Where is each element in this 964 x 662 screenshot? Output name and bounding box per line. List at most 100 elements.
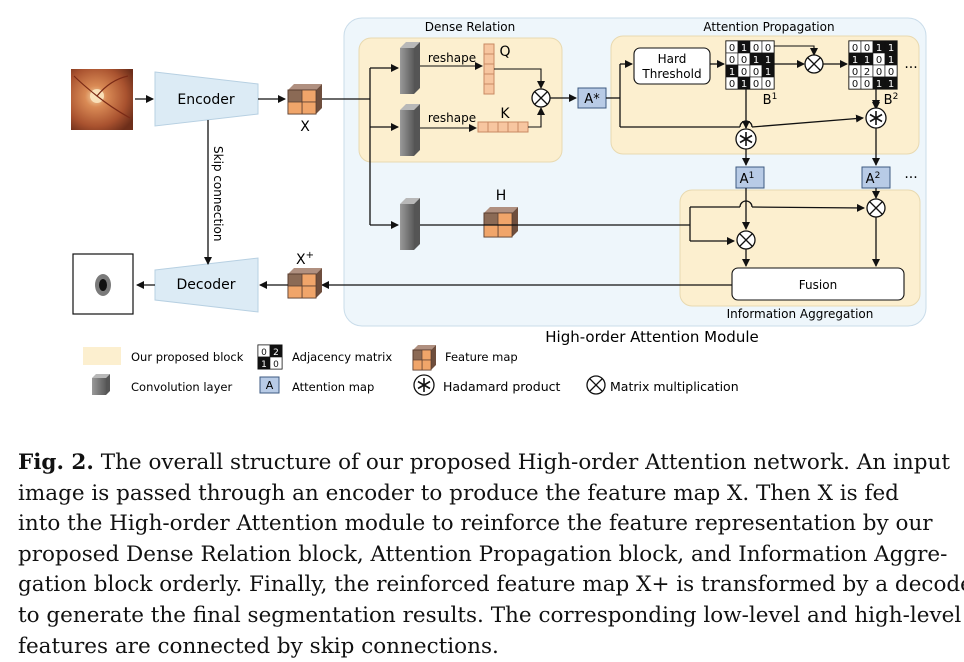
matrix-b2-value: 1 <box>876 79 882 90</box>
legend-attention-icon-letter: A <box>266 379 274 392</box>
caption-line-2: image is passed through an encoder to pr… <box>18 480 899 506</box>
matrix-b1-value: 0 <box>753 79 759 90</box>
q-label: Q <box>499 44 510 60</box>
matrix-b2-value: 1 <box>852 55 858 66</box>
legend-feature-icon <box>412 345 436 371</box>
b1-label: B1 <box>763 92 778 108</box>
caption-line-6: to generate the final segmentation resul… <box>18 602 962 628</box>
conv-layer-q <box>400 42 420 94</box>
matrix-b2-value: 1 <box>888 43 894 54</box>
k-label: K <box>500 106 510 122</box>
matmul-aggregation-1 <box>736 230 756 250</box>
attention-propagation-title: Attention Propagation <box>703 20 834 34</box>
legend-matmul-icon <box>586 375 606 395</box>
hard-threshold-label-1: Hard <box>658 52 687 66</box>
caption-line-3: into the High-order Attention module to … <box>18 511 933 537</box>
h-label: H <box>496 188 507 204</box>
caption-line: Fig. 2. The overall structure of our pro… <box>18 448 964 479</box>
feature-map-x-plus <box>287 268 322 299</box>
hadamard-product-1 <box>735 128 757 150</box>
legend-adjacency-value: 0 <box>273 360 279 370</box>
feature-map-x <box>287 84 322 115</box>
matrix-b2-value: 1 <box>864 55 870 66</box>
legend-adjacency-value: 1 <box>261 360 267 370</box>
input-image <box>71 69 133 130</box>
legend-adjacency-icon: 0 2 1 0 <box>257 344 283 370</box>
hard-threshold-block <box>633 47 711 85</box>
hadamard-product-2 <box>865 107 887 129</box>
matrix-b1-value: 1 <box>765 67 771 78</box>
matmul-dense <box>531 88 551 108</box>
matrix-b2-value: 0 <box>864 79 870 90</box>
matrix-b2-value: 0 <box>852 79 858 90</box>
caption-line-5: gation block orderly. Finally, the reinf… <box>18 572 964 598</box>
encoder-label: Encoder <box>177 92 234 108</box>
adjacency-matrix-b1: 0 1 0 0 0 0 1 1 1 0 0 1 0 1 0 0 <box>725 40 775 90</box>
caption-line-7: features are connected by skip connectio… <box>18 633 499 659</box>
legend-adjacency-value: 0 <box>261 348 267 358</box>
matmul-aggregation-2 <box>866 198 886 218</box>
matrix-b1-value: 1 <box>753 55 759 66</box>
matrix-b1-value: 1 <box>741 79 747 90</box>
fusion-label: Fusion <box>799 278 837 292</box>
matrix-b1-value: 0 <box>765 43 771 54</box>
caption-line-4: proposed Dense Relation block, Attention… <box>18 541 948 567</box>
decoder-block <box>154 257 259 313</box>
matrix-b1-value: 1 <box>729 67 735 78</box>
matrix-b2-value: 0 <box>876 67 882 78</box>
matrix-b2-value: 0 <box>864 43 870 54</box>
matrix-b2-value: 0 <box>888 67 894 78</box>
figure-diagram: Dense Relation Attention Propagation Inf… <box>71 17 927 396</box>
matrix-b1-value: 0 <box>741 55 747 66</box>
ellipsis-matrix: ... <box>904 56 917 72</box>
reshape-k-label: reshape <box>428 111 476 125</box>
legend-adjacency-label: Adjacency matrix <box>292 350 392 364</box>
k-vector <box>477 121 529 133</box>
x-plus-label: X+ <box>296 250 314 268</box>
matrix-b2-value: 0 <box>852 67 858 78</box>
conv-layer-k <box>400 104 420 156</box>
legend-feature-label: Feature map <box>445 350 518 364</box>
fusion-block <box>731 267 905 301</box>
module-title: High-order Attention Module <box>545 328 758 346</box>
skip-connection-label: Skip connection <box>211 146 225 241</box>
reshape-q-label: reshape <box>428 51 476 65</box>
a1-label: A1 <box>740 171 755 187</box>
matrix-b1-value: 0 <box>729 55 735 66</box>
legend-hadamard-icon <box>413 374 435 396</box>
legend-attention-label: Attention map <box>292 380 374 394</box>
x-label: X <box>300 119 310 135</box>
decoder-label: Decoder <box>177 277 236 293</box>
hard-threshold-label-2: Threshold <box>641 67 701 81</box>
a-star-label: A* <box>584 92 600 107</box>
legend-adjacency-value: 2 <box>273 348 279 358</box>
matrix-b2-value: 1 <box>876 43 882 54</box>
feature-map-h <box>483 207 518 238</box>
a2-label: A2 <box>866 171 881 187</box>
b2-label: B2 <box>884 92 899 108</box>
matrix-b1-value: 0 <box>741 67 747 78</box>
attention-map-a1 <box>735 166 765 189</box>
matrix-b1-value: 0 <box>729 79 735 90</box>
q-vector <box>483 43 495 95</box>
legend-attention-icon <box>259 376 280 394</box>
ellipsis-attention: ... <box>904 166 917 182</box>
matrix-b1-cell <box>761 76 775 90</box>
legend-hadamard-label: Hadamard product <box>443 379 560 394</box>
matrix-b2-value: 1 <box>888 55 894 66</box>
matmul-propagation <box>804 54 824 74</box>
conv-layer-h <box>400 198 420 250</box>
caption-label: Fig. 2. <box>18 450 94 475</box>
matrix-b1-value: 0 <box>753 67 759 78</box>
legend-conv-label: Convolution layer <box>131 380 232 394</box>
information-aggregation-title: Information Aggregation <box>727 307 874 321</box>
matrix-b1-value: 0 <box>753 43 759 54</box>
matrix-b2-value: 1 <box>888 79 894 90</box>
matrix-b1-value: 0 <box>765 79 771 90</box>
encoder-block <box>154 71 259 127</box>
figure-caption: Fig. 2. The overall structure of our pro… <box>18 448 964 662</box>
caption-line-1: The overall structure of our proposed Hi… <box>93 450 950 475</box>
legend: Our proposed block Convolution layer 0 2… <box>83 344 739 396</box>
legend-proposed-label: Our proposed block <box>131 350 244 364</box>
output-segmentation <box>72 253 134 315</box>
